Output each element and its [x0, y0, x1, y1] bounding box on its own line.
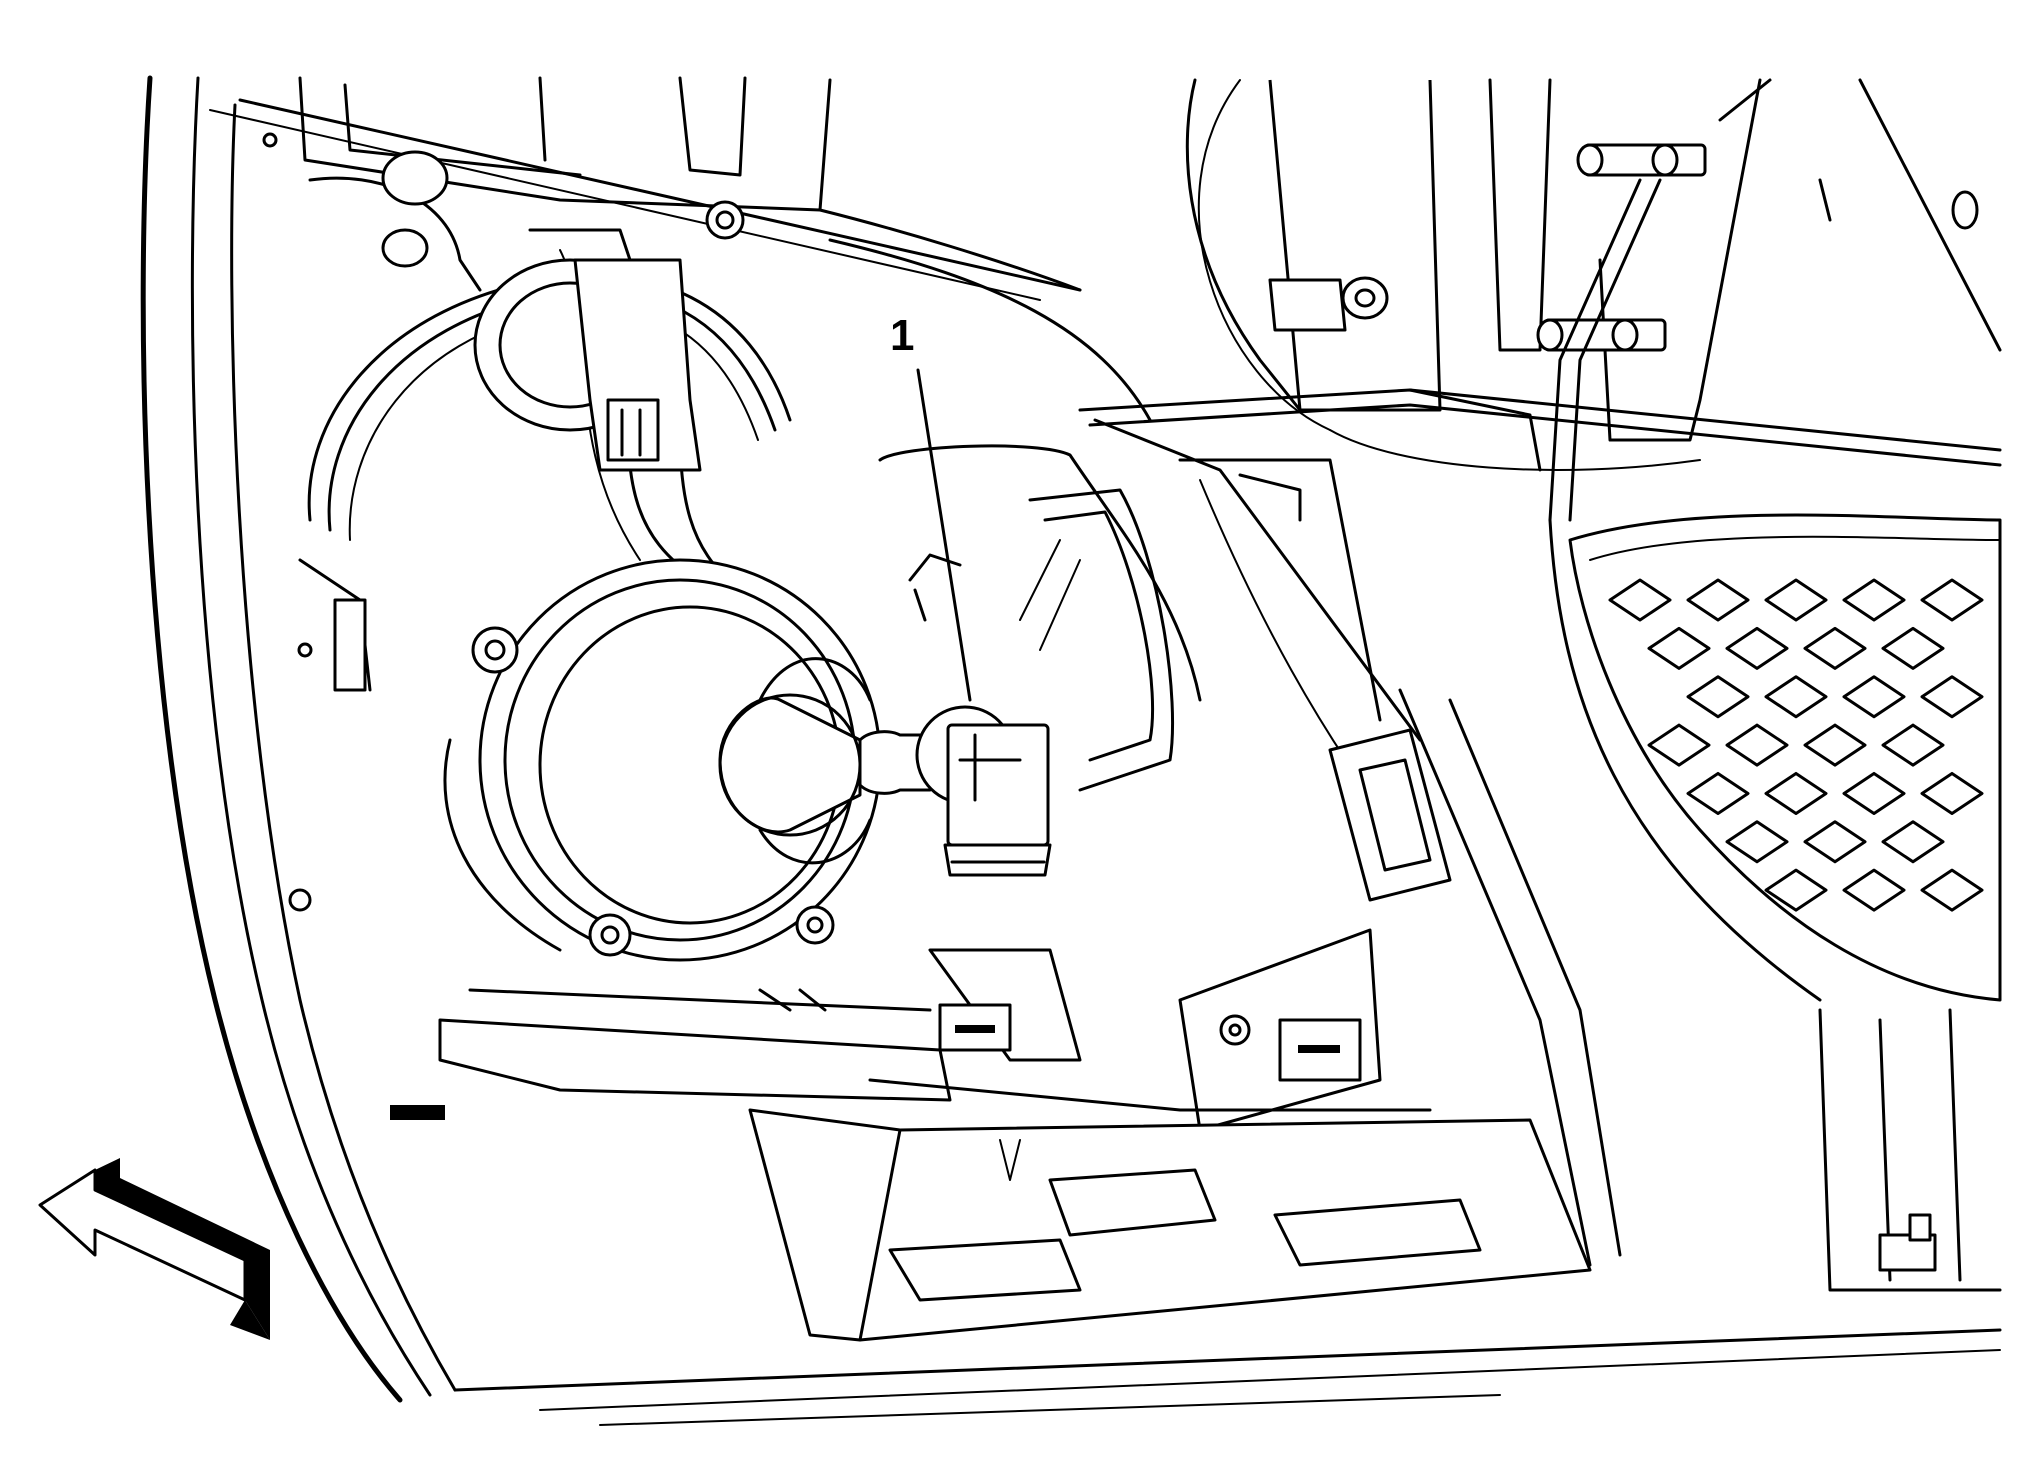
grille-cell	[1920, 675, 1984, 719]
grille-cell	[1725, 820, 1789, 864]
grille-cell	[1764, 675, 1828, 719]
view-direction-arrow-icon	[38, 1158, 270, 1340]
grille-cells	[1608, 578, 1984, 912]
fascia-lower-panel	[390, 1105, 1592, 1342]
grille-cell	[1686, 675, 1750, 719]
grille-cell	[1764, 771, 1828, 815]
grille-cell	[1686, 578, 1750, 622]
grille-cell	[1920, 868, 1984, 912]
upper-housing	[262, 76, 1152, 912]
grille-cell	[1647, 723, 1711, 767]
grille-cell	[1686, 771, 1750, 815]
wheel-arch-contour	[1197, 79, 1701, 471]
upper-bulb-socket	[473, 228, 702, 472]
grille-mesh	[1548, 513, 2002, 1292]
mounting-studs	[1536, 143, 1707, 522]
grille-cell	[1920, 578, 1984, 622]
callout-1: 1	[890, 311, 972, 702]
grille-cell	[1881, 723, 1945, 767]
fascia-outline	[140, 75, 2002, 1426]
grille-cell	[1803, 723, 1867, 767]
grille-cell	[1920, 771, 1984, 815]
grille-cell	[1881, 626, 1945, 670]
grille-cell	[1842, 771, 1906, 815]
grille-cell	[1842, 675, 1906, 719]
grille-cell	[1764, 578, 1828, 622]
stud-lower	[1536, 318, 1667, 352]
grille-cell	[1803, 626, 1867, 670]
headlamp-bulb-socket	[858, 705, 1052, 877]
side-vent	[1328, 688, 1622, 1267]
upper-right-bracket	[1078, 78, 2002, 472]
grille-cell	[1842, 578, 1906, 622]
stud-upper	[1576, 143, 1707, 177]
grille-cell	[1764, 868, 1828, 912]
grille-cell	[1803, 820, 1867, 864]
grille-cell	[1608, 578, 1672, 622]
grille-cell	[1725, 626, 1789, 670]
callout-1-label: 1	[890, 311, 914, 360]
grille-cell	[1647, 626, 1711, 670]
lower-bracket	[438, 928, 1432, 1132]
grille-cell	[1842, 868, 1906, 912]
grille-cell	[1881, 820, 1945, 864]
grille-cell	[1725, 723, 1789, 767]
lamp-reflector	[443, 558, 882, 962]
